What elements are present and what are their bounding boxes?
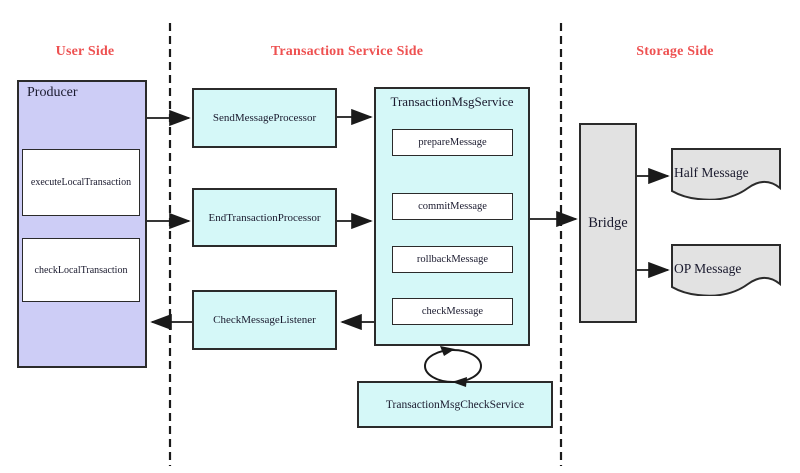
section-header-user-side: User Side [55,44,115,59]
prepare-message-box: prepareMessage [392,129,513,156]
op-message-document: OP Message [671,244,781,296]
producer-box: Producer [17,80,147,368]
section-header-storage-side: Storage Side [636,44,714,59]
check-message-box: checkMessage [392,298,513,325]
producer-title: Producer [27,85,78,100]
end-transaction-processor-box: EndTransactionProcessor [192,188,337,247]
rollback-message-box: rollbackMessage [392,246,513,273]
section-header-transaction-service-side: Transaction Service Side [270,44,424,59]
execute-local-transaction-box: executeLocalTransaction [22,149,140,216]
transaction-msg-service-title: TransactionMsgService [390,94,514,109]
transaction-msg-check-service-box: TransactionMsgCheckService [357,381,553,428]
op-message-label: OP Message [674,261,742,276]
half-message-document: Half Message [671,148,781,200]
document-shape-icon [671,244,781,296]
check-message-listener-box: CheckMessageListener [192,290,337,350]
half-message-label: Half Message [674,165,749,180]
commit-message-box: commitMessage [392,193,513,220]
bridge-box: Bridge [579,123,637,323]
send-message-processor-box: SendMessageProcessor [192,88,337,148]
check-local-transaction-box: checkLocalTransaction [22,238,140,302]
document-shape-icon [671,148,781,200]
